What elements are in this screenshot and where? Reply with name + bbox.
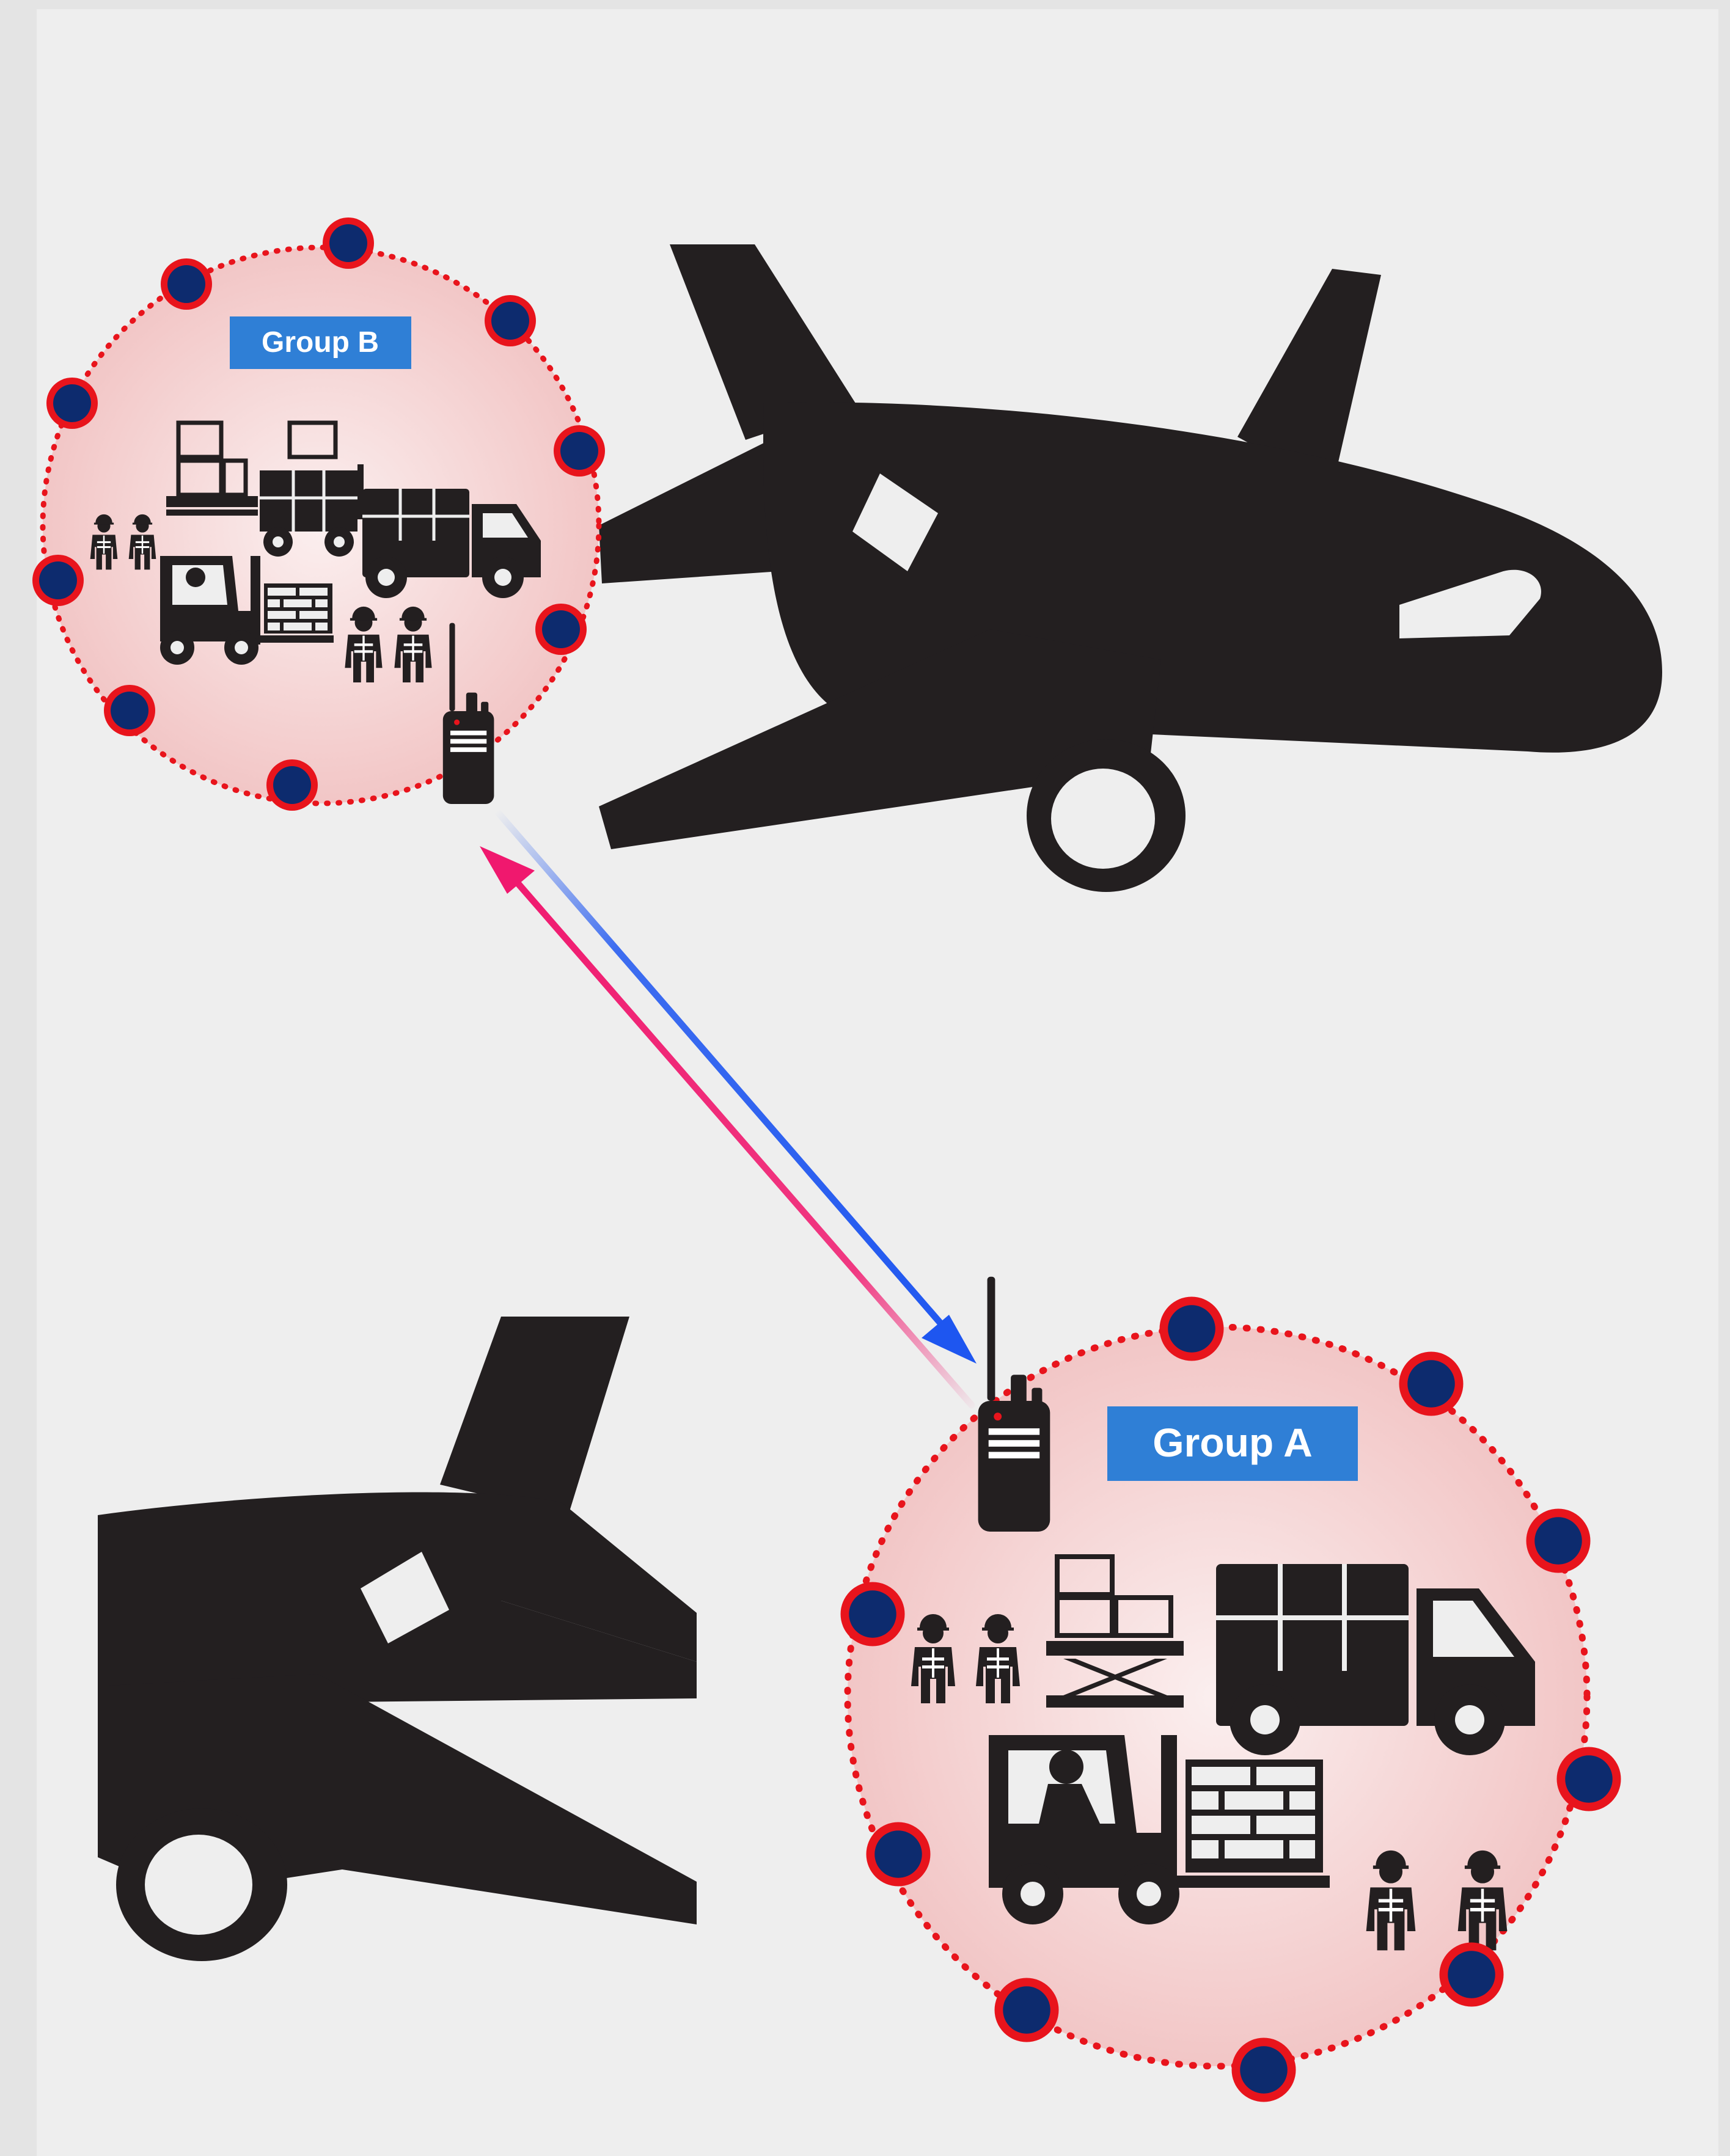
group-b: Group B — [32, 217, 605, 811]
cargo-boxes-icon — [176, 420, 338, 497]
group-b-label-bg — [230, 316, 411, 369]
group-b-member-dot — [485, 295, 536, 346]
airplane-icon — [599, 244, 1662, 892]
arrowhead-to-group-b — [480, 846, 535, 894]
brick-crate-icon — [264, 583, 332, 634]
group-a-label-bg — [1107, 1406, 1358, 1481]
group-a-member-dot — [866, 1822, 931, 1887]
airplane-engine-intake — [1051, 769, 1155, 869]
group-b-member-dot — [554, 425, 605, 477]
group-b-member-dot — [46, 378, 98, 429]
airplane-door — [361, 1552, 449, 1643]
group-a-member-dot — [1526, 1508, 1591, 1573]
arrowhead-to-group-a — [922, 1315, 977, 1364]
group-a-member-dot — [1231, 2037, 1296, 2102]
transmission-arrows — [480, 809, 977, 1409]
group-b-member-dot — [535, 604, 587, 655]
group-a-member-dot — [1399, 1351, 1464, 1416]
group-a-member-dot — [1439, 1942, 1504, 2007]
group-a-member-dot — [994, 1978, 1059, 2042]
group-b-member-dot — [32, 555, 84, 606]
group-b-label: Group B — [262, 326, 379, 359]
arrow-to-group-a — [494, 809, 957, 1342]
brick-crate-icon — [1186, 1760, 1323, 1873]
group-a-member-dot — [1556, 1747, 1621, 1811]
group-b-member-dot — [161, 258, 212, 310]
arrow-to-group-b — [500, 864, 975, 1409]
group-a: Group A — [840, 1296, 1621, 2102]
group-a-member-dot — [840, 1582, 905, 1646]
airplane-cockpit-window — [1399, 569, 1541, 638]
pallet-icon — [166, 496, 258, 507]
group-b-member-dot — [266, 759, 318, 811]
airplane-door — [852, 473, 938, 571]
group-a-label: Group A — [1153, 1420, 1313, 1465]
group-b-member-dot — [104, 685, 155, 736]
pallet-lift-icon — [1046, 1554, 1184, 1708]
airplane-engine-intake — [145, 1835, 252, 1935]
group-b-member-dot — [323, 217, 374, 269]
group-a-member-dot — [1159, 1296, 1224, 1361]
